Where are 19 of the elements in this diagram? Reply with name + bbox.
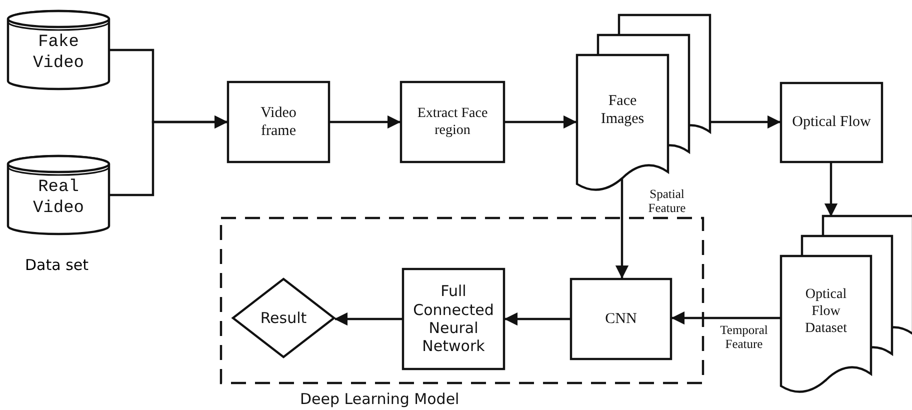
arrow xyxy=(504,312,570,326)
process-box: CNN xyxy=(570,278,672,360)
arrow xyxy=(334,312,402,326)
caption-label: Data set xyxy=(25,256,89,274)
process-box: Extract Face region xyxy=(400,81,505,163)
arrow xyxy=(615,177,629,279)
decision-diamond: Result xyxy=(232,278,335,358)
arrow xyxy=(671,311,780,325)
arrow xyxy=(824,163,838,217)
arrow xyxy=(505,115,577,129)
arrow xyxy=(110,115,228,196)
database-cylinder: Real Video xyxy=(7,155,110,235)
arrow xyxy=(330,115,401,129)
process-box: Video frame xyxy=(227,81,330,163)
arrow xyxy=(709,115,781,129)
database-cylinder: Fake Video xyxy=(7,10,110,90)
group-label: Deep Learning Model xyxy=(300,389,460,410)
process-box: Full Connected Neural Network xyxy=(402,268,505,370)
process-box: Optical Flow xyxy=(780,82,883,163)
